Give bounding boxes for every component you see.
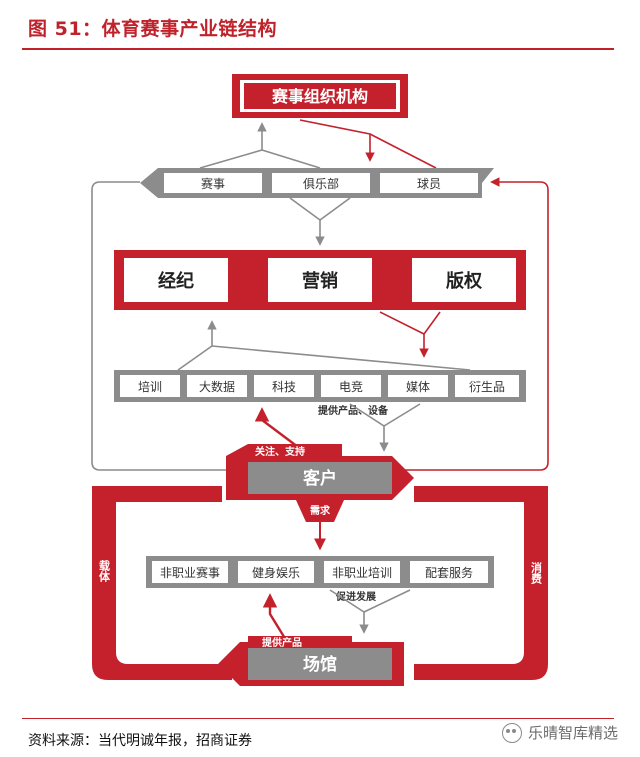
figure-title: 图 51：体育赛事产业链结构: [28, 18, 278, 40]
tier1-to-tier2-arrow: [289, 197, 325, 246]
title-divider: [22, 48, 614, 50]
tier3-item-4: 媒体: [388, 375, 448, 397]
tier3-to-customer-arrow: [383, 403, 421, 427]
watermark-label: 乐晴智库精选: [527, 724, 618, 742]
tier3-band: 培训 大数据 科技 电竞 媒体 衍生品: [114, 370, 526, 402]
customer-label: 客户: [302, 468, 337, 489]
tier3-item-label: 衍生品: [469, 380, 505, 394]
tier2-item-label: 版权: [446, 270, 483, 292]
tier4-item-0: 非职业赛事: [152, 561, 228, 583]
venue-label: 场馆: [303, 654, 337, 675]
tier4-to-venue-arrow: [363, 589, 411, 613]
tier1-item-1: 俱乐部: [272, 173, 370, 193]
demand-connector: 需求: [296, 500, 344, 551]
tier1-item-0: 赛事: [164, 173, 262, 193]
tier4-band: 非职业赛事 健身娱乐 非职业培训 配套服务: [146, 556, 494, 588]
tier3-item-label: 科技: [272, 380, 296, 394]
tier1-item-label: 俱乐部: [303, 176, 339, 191]
consumption-frame: 消费: [414, 486, 548, 680]
consumption-label: 消费: [530, 561, 543, 585]
tier4-item-label: 配套服务: [425, 565, 473, 580]
tier3-item-3: 电竞: [321, 375, 381, 397]
tier4-item-label: 健身娱乐: [252, 565, 300, 580]
tier3-item-label: 电竞: [339, 380, 363, 394]
tier3-to-tier2-arrow: [211, 345, 471, 371]
tier1-item-2: 球员: [380, 173, 478, 193]
tier1-band: 赛事 俱乐部 球员: [140, 168, 494, 198]
tier2-to-tier3-arrow: [379, 311, 425, 335]
tier1-to-organizer-arrow: [261, 149, 321, 169]
right-loop-connector: [398, 177, 549, 471]
provide-products-equipment-label: 提供产品、设备: [318, 404, 389, 417]
tier2-to-tier3-arrow: [419, 311, 441, 358]
tier3-item-0: 培训: [120, 375, 180, 397]
carrier-label: 载体: [98, 559, 111, 583]
tier2-item-0: 经纪: [124, 258, 228, 302]
tier3-item-1: 大数据: [187, 375, 247, 397]
tier4-item-3: 配套服务: [410, 561, 488, 583]
tier3-item-5: 衍生品: [455, 375, 519, 397]
tier2-item-label: 营销: [302, 270, 338, 292]
tier3-item-label: 大数据: [199, 379, 235, 394]
tier1-item-label: 赛事: [201, 176, 225, 191]
organizer-to-tier1-arrow: [299, 119, 375, 162]
tier4-item-1: 健身娱乐: [238, 561, 314, 583]
tier1-to-organizer-arrow: [199, 122, 267, 169]
provide-products-label: 提供产品: [262, 636, 302, 649]
wechat-icon: [501, 722, 522, 743]
bottom-divider: [22, 718, 614, 719]
tier1-to-tier2-arrow: [319, 197, 351, 221]
tier4-item-label: 非职业赛事: [160, 565, 220, 580]
tier3-item-2: 科技: [254, 375, 314, 397]
venue-node: 场馆 提供产品: [218, 636, 404, 686]
left-loop-connector: [91, 181, 240, 475]
attention-support-label: 关注、支持: [255, 445, 305, 458]
tier2-item-label: 经纪: [158, 270, 194, 292]
carrier-frame: 载体: [92, 486, 232, 680]
tier3-to-tier2-arrow: [177, 320, 217, 371]
demand-label: 需求: [310, 504, 331, 517]
tier3-item-label: 培训: [138, 379, 162, 394]
organizer-label: 赛事组织机构: [271, 87, 368, 106]
source-note: 资料来源：当代明诚年报，招商证券: [28, 733, 252, 749]
tier4-item-2: 非职业培训: [324, 561, 400, 583]
customer-node: 客户 关注、支持: [226, 444, 414, 500]
tier4-item-label: 非职业培训: [332, 565, 392, 580]
tier1-item-label: 球员: [417, 177, 441, 191]
organizer-node: 赛事组织机构: [232, 74, 408, 118]
organizer-to-tier1-arrow: [369, 133, 437, 169]
watermark: 乐晴智库精选: [501, 722, 618, 743]
tier2-band: 经纪 营销 版权: [114, 250, 526, 310]
tier2-item-2: 版权: [412, 258, 516, 302]
venue-to-tier4-arrow: [262, 593, 288, 641]
tier3-item-label: 媒体: [406, 380, 430, 394]
tier2-item-1: 营销: [268, 258, 372, 302]
